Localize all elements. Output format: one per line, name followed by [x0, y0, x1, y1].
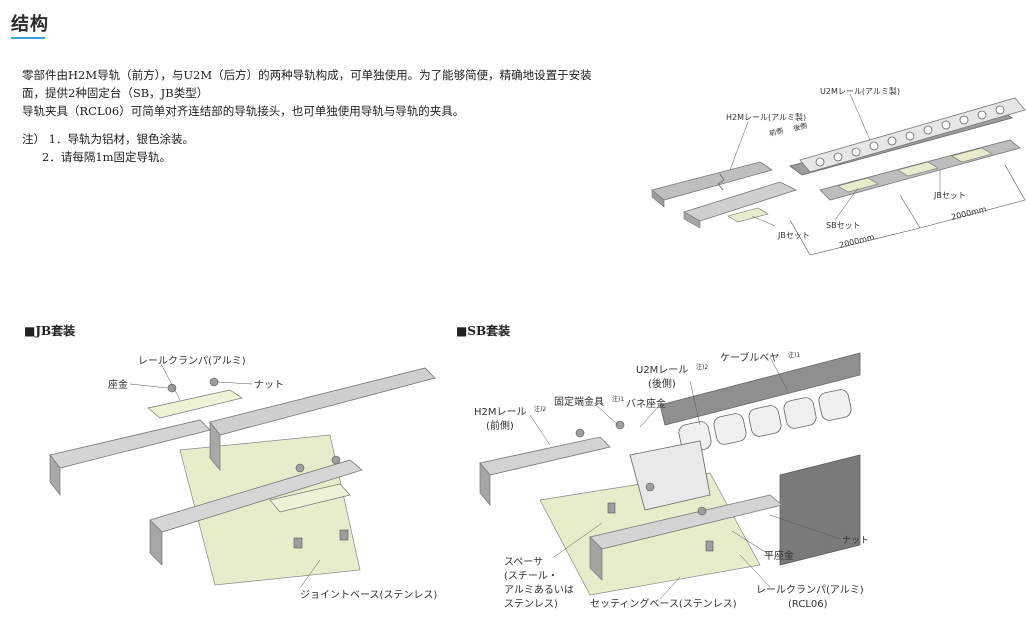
- note-2: 2．请每隔1m固定导轨。: [42, 150, 172, 164]
- sb-h2m-note: 注)2: [534, 405, 546, 413]
- overview-sb-set-label: SBセット: [826, 221, 861, 230]
- sb-diagram: U2Mレール 注)2 (後側) ケーブルベヤ 注)1 H2Mレール 注)2 (前…: [474, 351, 869, 610]
- jb-joint-base-label: ジョイントベース(ステンレス): [300, 589, 437, 601]
- sb-cable-note: 注)1: [788, 351, 800, 359]
- sb-u2m-label-1: U2Mレール: [636, 365, 688, 376]
- description-line: 导轨夹具（RCL06）可简单对齐连结部的导轨接头，也可单独使用导轨与导轨的夹具。: [22, 104, 465, 118]
- title-underline: [11, 37, 45, 39]
- overview-jb-set-label-1: JBセット: [777, 231, 810, 240]
- sb-h2m-label-1: H2Mレール: [474, 407, 527, 418]
- jb-diagram: レールクランパ(アルミ) 座金 ナット ジョイントベース(ステンレス): [49, 355, 437, 601]
- sb-cable-label: ケーブルベヤ: [720, 351, 779, 364]
- notes: 注） 1．导轨为铝材，银色涂装。 2．请每隔1m固定导轨。: [22, 130, 194, 166]
- jb-rail-clamp-label: レールクランパ(アルミ): [138, 355, 246, 367]
- jb-nut-label: ナット: [254, 379, 284, 391]
- sb-spacer-label-3: アルミあるいは: [504, 584, 574, 596]
- overview-jb-set-label-2: JBセット: [933, 191, 966, 200]
- cable-chain: [799, 97, 1026, 173]
- overview-dim-2: 2000mm: [950, 204, 987, 221]
- overview-dim-1: 2000mm: [838, 232, 875, 249]
- sb-u2m-note: 注)2: [696, 363, 708, 371]
- sb-fixed-end-label: 固定端金具: [554, 395, 604, 408]
- overview-diagram: U2Mレール(アルミ製) H2Mレール(アルミ製) 前側 後側 JBセット SB…: [651, 86, 1026, 256]
- description-line: 零部件由H2M导轨（前方），与U2M（后方）的两种导轨构成，可单独使用。为了能够…: [22, 68, 592, 82]
- sb-rail-clamp-label-2: (RCL06): [788, 599, 828, 610]
- sb-spring-washer-label: バネ座金: [626, 397, 666, 410]
- page-title: 结构: [11, 14, 49, 35]
- sb-h2m-label-2: (前側): [486, 419, 514, 432]
- sb-rail-clamp-label-1: レールクランパ(アルミ): [756, 584, 864, 596]
- sb-spacer-label-1: スペーサ: [504, 556, 543, 568]
- jb-washer-label: 座金: [108, 378, 128, 391]
- description-line: 面，提供2种固定台（SB，JB类型）: [22, 86, 209, 100]
- sb-fixed-end-note: 注)1: [612, 395, 624, 403]
- overview-h2m-label: H2Mレール(アルミ製): [726, 112, 806, 122]
- overview-rear-label: 後側: [792, 121, 808, 133]
- sb-setting-base-label: セッティングベース(ステンレス): [590, 597, 737, 610]
- sb-flat-washer-label: 平座金: [764, 549, 794, 562]
- sb-u2m-label-2: (後側): [648, 377, 676, 390]
- overview-u2m-label: U2Mレール(アルミ製): [820, 86, 900, 96]
- note-1: 注） 1．导轨为铝材，银色涂装。: [22, 132, 194, 146]
- sb-spacer-label-2: (スチール・: [504, 570, 558, 582]
- jb-section-title: ■JB套装: [24, 324, 76, 338]
- sb-nut-label: ナット: [842, 535, 869, 546]
- sb-section-title: ■SB套装: [456, 324, 511, 338]
- description: 零部件由H2M导轨（前方），与U2M（后方）的两种导轨构成，可单独使用。为了能够…: [22, 66, 612, 120]
- overview-front-label: 前側: [768, 126, 784, 138]
- sb-spacer-label-4: ステンレス): [504, 599, 558, 610]
